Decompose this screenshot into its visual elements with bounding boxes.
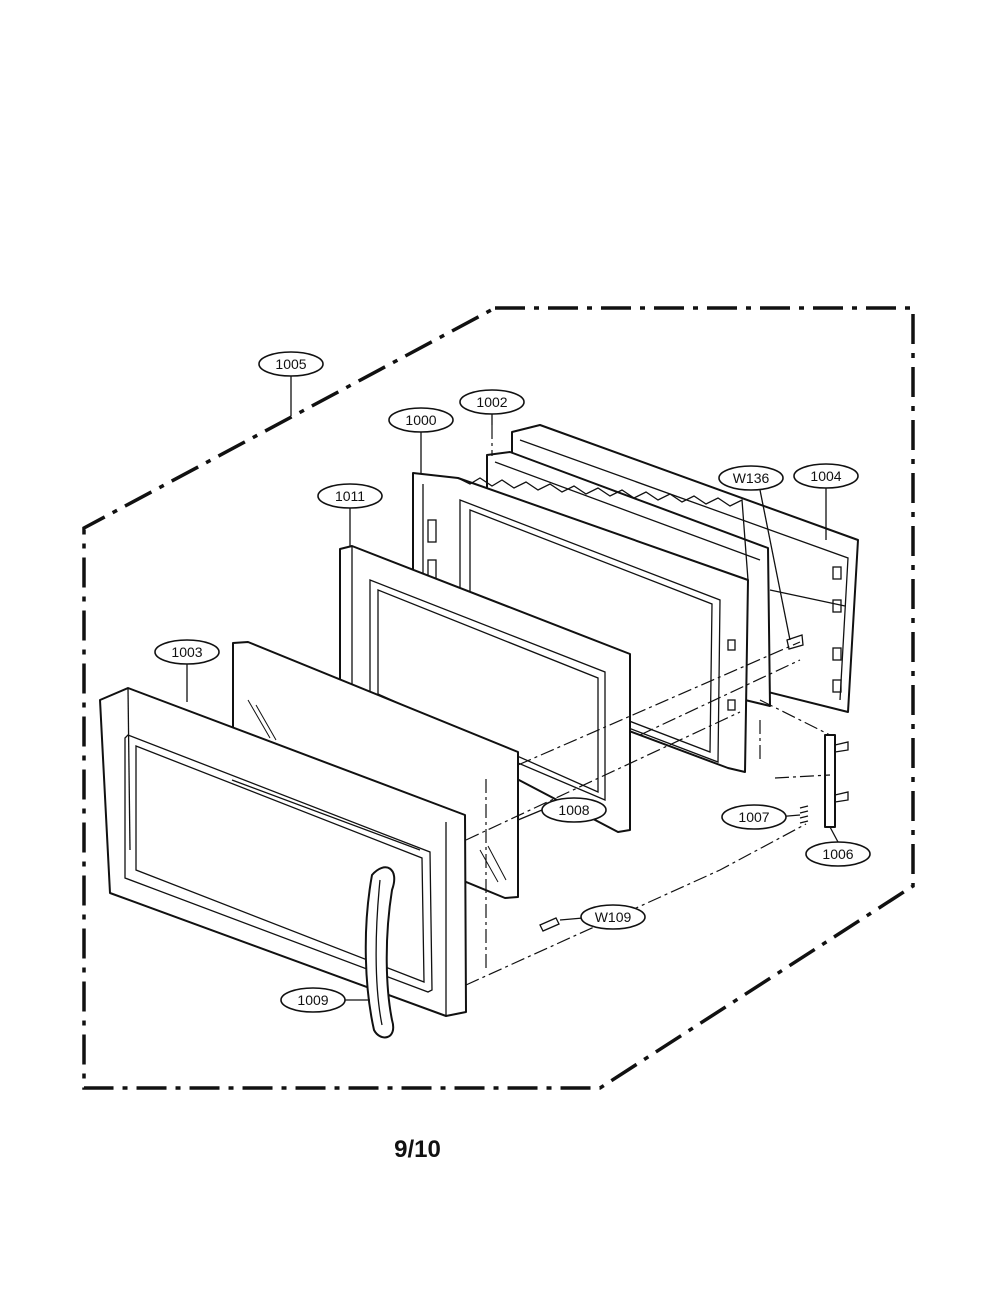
- assembly-boundary: [82, 306, 915, 1090]
- callout-1009-text: 1009: [297, 992, 328, 1008]
- callout-1003: 1003: [154, 639, 220, 665]
- callout-1002-text: 1002: [476, 394, 507, 410]
- callout-1005-text: 1005: [275, 356, 306, 372]
- callout-1009: 1009: [280, 987, 346, 1013]
- callout-w109: W109: [580, 904, 646, 930]
- callout-1008: 1008: [541, 797, 607, 823]
- callout-w136-text: W136: [733, 470, 770, 486]
- callout-1002: 1002: [459, 389, 525, 415]
- callout-1011: 1011: [317, 483, 383, 509]
- callout-1000: 1000: [388, 407, 454, 433]
- callout-w109-text: W109: [595, 909, 632, 925]
- callout-1000-text: 1000: [405, 412, 436, 428]
- callout-1007: 1007: [721, 804, 787, 830]
- page-number: 9/10: [394, 1136, 441, 1163]
- callout-1007-text: 1007: [738, 809, 769, 825]
- callout-1011-text: 1011: [335, 488, 365, 504]
- callout-1006-text: 1006: [822, 846, 853, 862]
- part-w109-screw: [539, 917, 560, 932]
- part-1007-spring: [799, 805, 809, 824]
- part-1006-latch: [824, 734, 849, 828]
- alignment-lines: [465, 425, 831, 986]
- callout-1005: 1005: [258, 351, 324, 377]
- part-1009-handle: [364, 866, 396, 1039]
- callout-1003-text: 1003: [171, 644, 202, 660]
- callout-1006: 1006: [805, 841, 871, 867]
- callout-1008-text: 1008: [558, 802, 589, 818]
- callout-w136: W136: [718, 465, 784, 491]
- callout-1004: 1004: [793, 463, 859, 489]
- callout-1004-text: 1004: [810, 468, 841, 484]
- part-w136-screw: [786, 634, 804, 650]
